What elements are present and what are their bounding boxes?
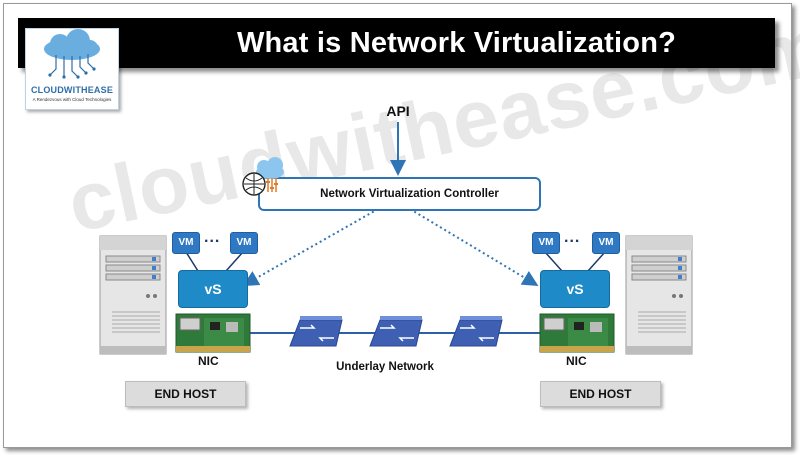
page-title: What is Network Virtualization? xyxy=(236,27,677,59)
vm-right-1: VM xyxy=(532,232,560,254)
diagram-frame xyxy=(3,3,792,448)
controller-label: Network Virtualization Controller xyxy=(320,188,499,200)
title-bar: What is Network Virtualization? xyxy=(18,18,775,68)
cloud-logo-icon xyxy=(44,29,100,79)
vswitch-right: vS xyxy=(540,270,610,308)
vm-left-2: VM xyxy=(230,232,258,254)
network-virtualization-controller: Network Virtualization Controller xyxy=(258,177,541,211)
end-host-right: END HOST xyxy=(540,381,661,407)
logo-name: CLOUDWITHEASE xyxy=(30,85,114,95)
controller-link-right xyxy=(409,208,539,287)
end-host-left: END HOST xyxy=(125,381,246,407)
vm-left-1: VM xyxy=(172,232,200,254)
nic-label-right: NIC xyxy=(566,354,587,368)
vm-ellipsis-left: ... xyxy=(204,229,221,246)
vswitch-left: vS xyxy=(178,270,248,308)
vm-right-2: VM xyxy=(592,232,620,254)
controller-link-left xyxy=(242,208,379,286)
vm-ellipsis-right: ... xyxy=(564,229,581,246)
nic-label-left: NIC xyxy=(198,354,219,368)
api-label: API xyxy=(386,103,410,119)
underlay-network-label: Underlay Network xyxy=(336,361,434,373)
logo-tagline: A Rendezvous with Cloud Technologies xyxy=(32,97,112,102)
logo: CLOUDWITHEASE A Rendezvous with Cloud Te… xyxy=(25,28,119,110)
